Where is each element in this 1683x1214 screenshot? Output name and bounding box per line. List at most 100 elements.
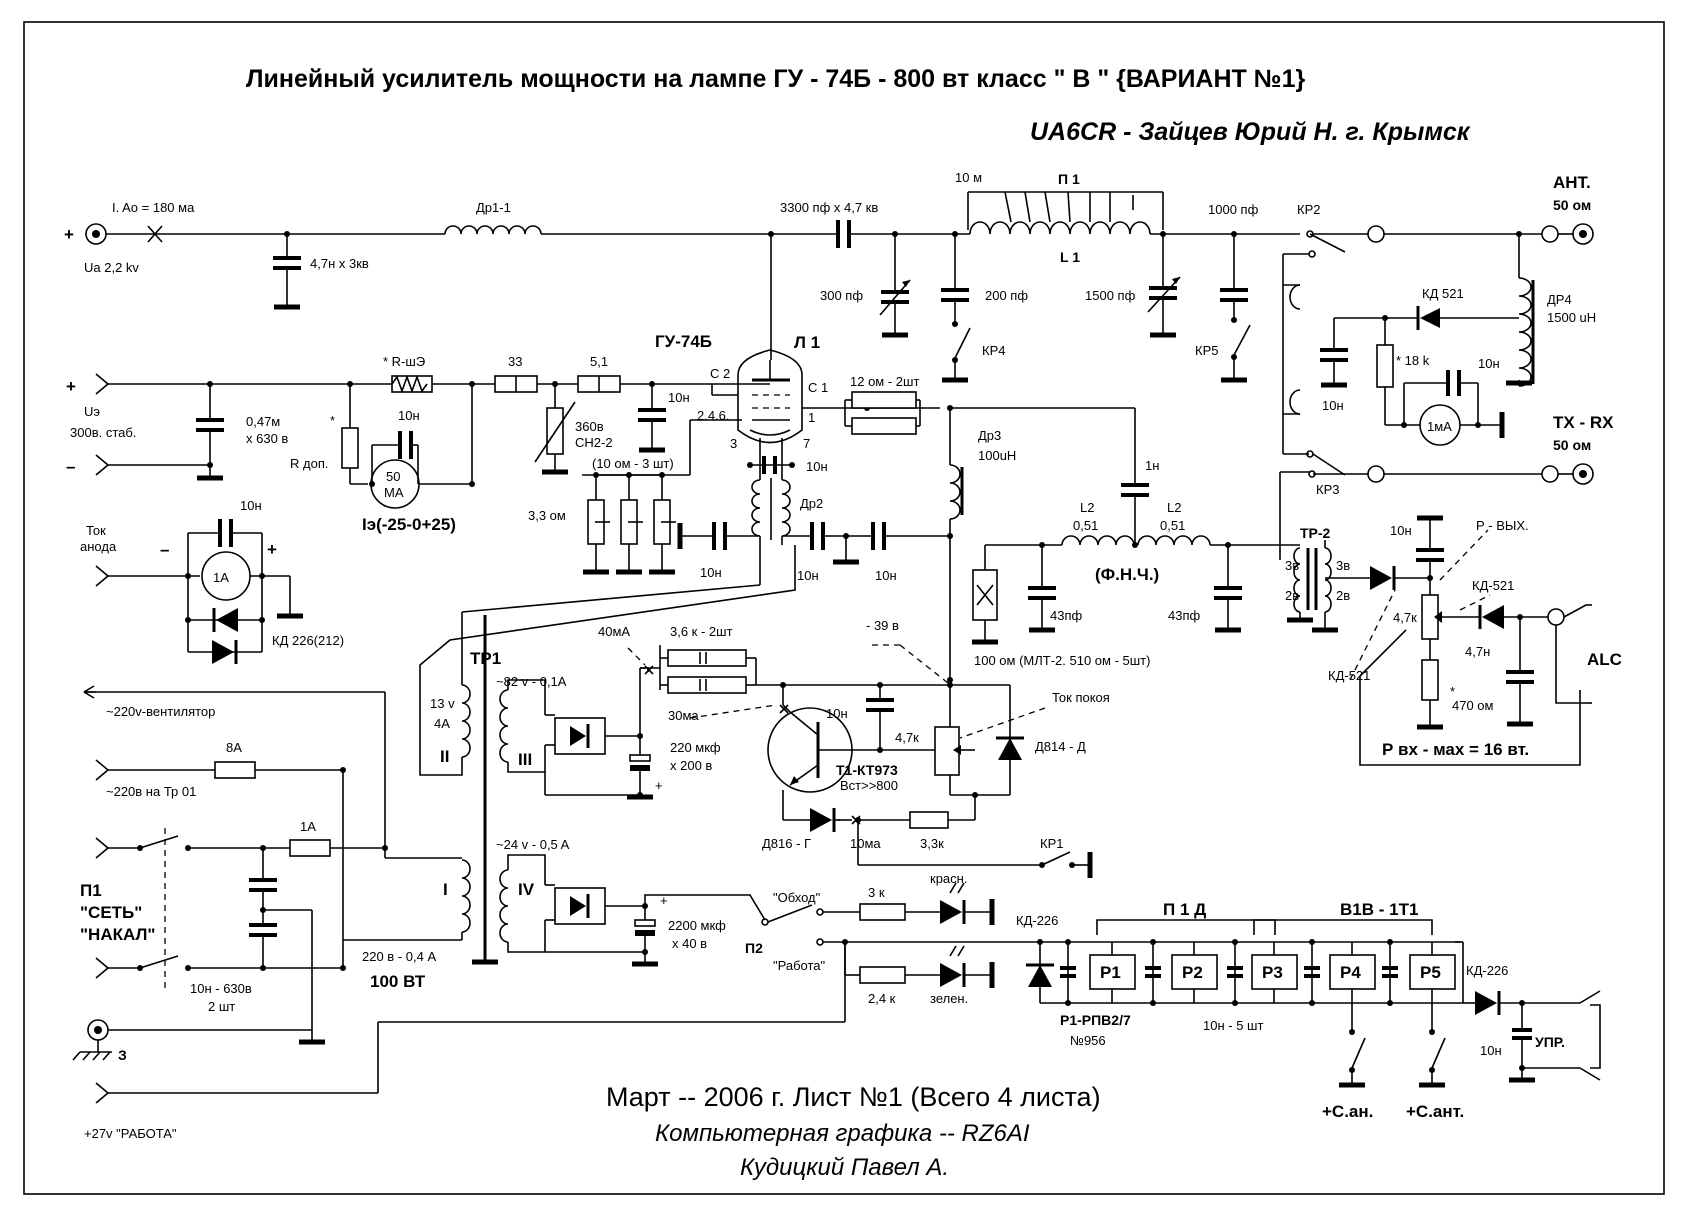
ma10-label: 10ма (850, 836, 881, 851)
rdop-star-label: * (330, 413, 335, 428)
sn22-label: СН2-2 (575, 435, 613, 450)
tok-anoda-label1: Ток (86, 523, 106, 538)
c47n-label: 4,7н (1465, 644, 1490, 659)
r24k-label: 2,4 к (868, 991, 896, 1006)
dr11-label: Др1-1 (476, 200, 511, 215)
kd226-212-label: КД 226(212) (272, 633, 344, 648)
c43b-label: 43пф (1168, 608, 1200, 623)
c2200-label: 2200 мкф (668, 918, 726, 933)
grid-network (844, 391, 1592, 766)
anode-supply (85, 191, 1300, 383)
kd226-b-label: КД-226 (1466, 963, 1508, 978)
v2a-label: 2в (1285, 588, 1299, 603)
mains-section (72, 685, 846, 1104)
ma1-label: 1мА (1427, 419, 1452, 434)
z3-label: З (118, 1047, 127, 1063)
c220-plus-label: + (655, 778, 663, 793)
winding-iii-label: III (518, 750, 532, 769)
a1-meter-label: 1А (213, 570, 229, 585)
ma50-unit-label: МА (384, 485, 404, 500)
tok-anoda-label2: анода (80, 539, 117, 554)
l2b-value-label: 0,51 (1160, 518, 1185, 533)
kd521-c-label: КД-521 (1472, 578, 1514, 593)
l1-coil-label: L 1 (1060, 249, 1080, 265)
c047-label: 0,47м (246, 414, 280, 429)
p1-coil-label: П 1 (1058, 171, 1080, 187)
rse-label: * R-шЭ (383, 354, 425, 369)
kd226-a-label: КД-226 (1016, 913, 1058, 928)
diagram-frame (23, 21, 1665, 1195)
c1000-label: 1000 пф (1208, 202, 1259, 217)
ua-label: Ua 2,2 kv (84, 260, 139, 275)
kr2-label: КР2 (1297, 202, 1320, 217)
c047-v-label: х 630 в (246, 431, 288, 446)
pvx-label: Р вх - мах = 16 вт. (1382, 740, 1529, 759)
c1500-label: 1500 пф (1085, 288, 1136, 303)
meter-minus-label: – (160, 540, 169, 559)
c220-label: 220 мкф (670, 740, 721, 755)
txrx-label: TX - RX (1553, 413, 1614, 432)
c1n-label: 1н (1145, 458, 1159, 473)
rpv-label: Р1-РПВ2/7 (1060, 1012, 1131, 1028)
footer-line3: Кудицкий Павел А. (740, 1154, 949, 1181)
d814-label: Д814 - Д (1035, 739, 1086, 754)
ue-300-label: 300в. стаб. (70, 425, 136, 440)
screen-supply (95, 373, 770, 509)
r10om-label: (10 ом - 3 шт) (592, 456, 674, 471)
fnch-label: (Ф.Н.Ч.) (1095, 565, 1159, 584)
c10n-upr-label: 10н (1480, 1043, 1502, 1058)
r470-label: 470 ом (1452, 698, 1494, 713)
v24-label: ~24 v - 0,5 A (496, 837, 570, 852)
txrx-ohm-label: 50 ом (1553, 437, 1591, 453)
kr5-label: КР5 (1195, 343, 1218, 358)
c10n5-label: 10н - 5 шт (1203, 1018, 1263, 1033)
v1v1t1-label: В1В - 1Т1 (1340, 900, 1418, 919)
c10n-fil-label: 10н (806, 459, 828, 474)
r12om-label: 12 ом - 2шт (850, 374, 919, 389)
ant-ohm-label: 50 ом (1553, 197, 1591, 213)
dr4-value-label: 1500 uH (1547, 310, 1596, 325)
rabota-label: "Работа" (773, 958, 826, 973)
c10n-f1-label: 10н (700, 565, 722, 580)
v3b-label: 3в (1336, 558, 1350, 573)
r33-label: 33 (508, 354, 522, 369)
c220-v-label: х 200 в (670, 758, 712, 773)
alc-label: ALC (1587, 650, 1622, 669)
v2b-label: 2в (1336, 588, 1350, 603)
tokpokoya-label: Ток покоя (1052, 690, 1110, 705)
c200-label: 200 пф (985, 288, 1028, 303)
r3k-label: 3 к (868, 885, 885, 900)
winding-iv-label: IV (518, 880, 535, 899)
pin3-label: 3 (730, 436, 737, 451)
c-4n7-label: 4,7н х 3кв (310, 256, 369, 271)
pvyh-label: Р - ВЫХ. (1476, 518, 1529, 533)
diagram-title: Линейный усилитель мощности на лампе ГУ … (246, 65, 1306, 93)
rdop-label: R доп. (290, 456, 328, 471)
r33om-label: 3,3 ом (528, 508, 566, 523)
c300-label: 300 пф (820, 288, 863, 303)
kd521-b-label: КД-521 (1328, 668, 1370, 683)
sht2-label: 2 шт (208, 999, 235, 1014)
dr3-value-label: 100uH (978, 448, 1016, 463)
r36k-label: 3,6 к - 2шт (670, 624, 733, 639)
kr3-label: КР3 (1316, 482, 1339, 497)
r47k-alc-label: 4,7к (1393, 610, 1417, 625)
antenna-relay-section (1279, 223, 1594, 560)
pin7-label: 7 (803, 436, 810, 451)
dr4-label: ДР4 (1547, 292, 1572, 307)
iao-label: I. Ao = 180 ма (112, 200, 195, 215)
c2200-plus-label: + (660, 893, 668, 908)
r51-label: 5,1 (590, 354, 608, 369)
w100-label: 100 ВТ (370, 972, 426, 991)
v39-label: - 39 в (866, 618, 899, 633)
c2200-v-label: х 40 в (672, 936, 707, 951)
p2-label: П2 (745, 940, 763, 956)
l2a-value-label: 0,51 (1073, 518, 1098, 533)
control-section (761, 882, 1601, 1088)
gu74b-label: ГУ-74Б (655, 332, 712, 351)
set-label: "СЕТЬ" (80, 903, 142, 922)
c10n-1a-label: 10н (240, 498, 262, 513)
a8-label: 8А (226, 740, 242, 755)
r18k-label: * 18 k (1396, 353, 1430, 368)
c3300-label: 3300 пф х 4,7 кв (780, 200, 878, 215)
